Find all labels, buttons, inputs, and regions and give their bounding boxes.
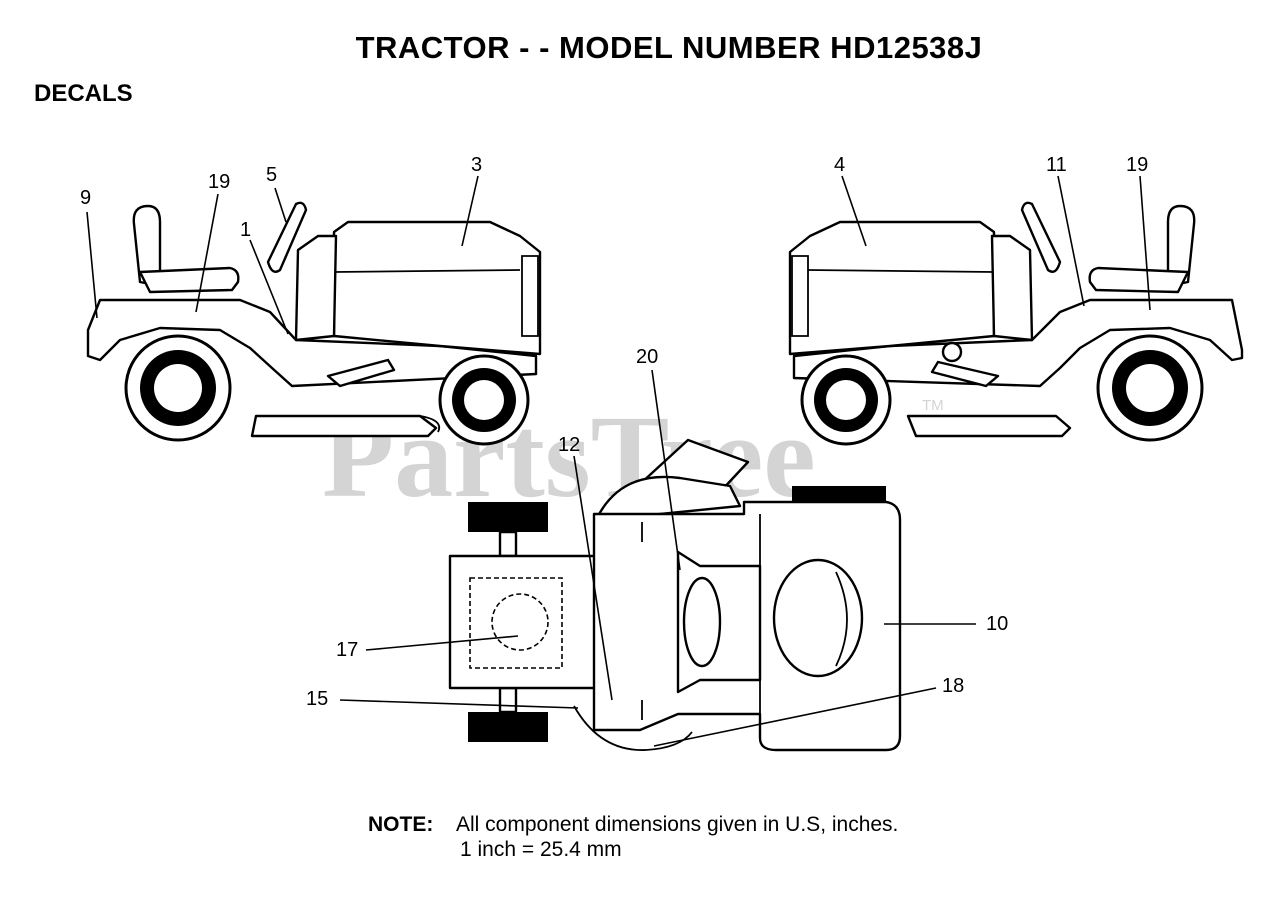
left-deck-chute	[419, 415, 441, 433]
callout-4: 4	[834, 154, 845, 176]
top-axle-lower	[498, 686, 518, 714]
callout-leaders	[86, 175, 1151, 747]
leader-4	[841, 175, 867, 247]
right-dashboard	[990, 234, 1034, 342]
callout-9: 9	[80, 187, 91, 209]
callout-19-right: 19	[1126, 154, 1148, 176]
leader-18	[653, 687, 937, 747]
left-seat-cushion	[138, 266, 240, 294]
leader-11	[1057, 175, 1085, 307]
callout-19-left: 19	[208, 171, 230, 193]
left-dashboard	[294, 234, 338, 342]
callout-1: 1	[240, 219, 251, 241]
callout-numbers: 9 19 5 1 3 4 11 19 20 12 17 15 10 18	[80, 154, 1148, 710]
left-pedal	[326, 358, 396, 388]
top-axle-upper	[498, 530, 518, 558]
leader-17	[365, 635, 519, 651]
leader-20	[651, 369, 681, 571]
leader-5	[274, 187, 287, 223]
top-engine-arc	[835, 571, 848, 667]
left-front-hub	[464, 380, 504, 420]
right-seat-cushion	[1088, 266, 1190, 294]
tractor-right-side-view	[788, 201, 1244, 446]
note-line-2: 1 inch = 25.4 mm	[460, 838, 622, 861]
leader-1	[249, 239, 289, 335]
leader-15	[339, 699, 579, 709]
callout-11: 11	[1046, 154, 1067, 176]
top-chute-arc	[594, 475, 742, 522]
left-rear-hub	[154, 364, 202, 412]
leader-3	[461, 175, 479, 247]
callout-20: 20	[636, 346, 658, 368]
top-gas-cap	[682, 576, 722, 668]
callout-12: 12	[558, 434, 580, 456]
right-steering-wheel	[1020, 201, 1062, 273]
callout-10: 10	[986, 613, 1008, 635]
page-title: TRACTOR - - MODEL NUMBER HD12538J	[355, 30, 983, 65]
right-mower-deck	[906, 414, 1072, 438]
top-seat-outline	[469, 577, 563, 669]
leader-9	[86, 211, 98, 319]
callout-5: 5	[266, 164, 277, 186]
right-grille	[791, 255, 809, 337]
right-key-knob	[941, 341, 963, 363]
note-label: NOTE:	[368, 813, 434, 836]
tractor-top-view	[448, 438, 902, 752]
watermark-tm: TM	[922, 397, 944, 414]
note-line-1: All component dimensions given in U.S, i…	[456, 813, 899, 836]
top-rear-tire-lower	[468, 712, 548, 742]
left-steering-wheel	[266, 201, 308, 273]
right-hood	[788, 220, 996, 356]
left-mower-deck	[250, 414, 438, 438]
right-hood-line	[807, 269, 995, 273]
top-rear-tire-upper	[468, 502, 548, 532]
top-seat-circle	[491, 593, 549, 651]
top-engine-cover	[772, 558, 864, 678]
left-hood	[332, 220, 542, 356]
right-front-hub	[826, 380, 866, 420]
right-pedal	[930, 360, 1000, 388]
section-title: DECALS	[34, 80, 133, 107]
left-grille	[521, 255, 539, 337]
leader-19-right	[1139, 175, 1151, 311]
right-rear-body	[792, 298, 1244, 388]
watermark-text: PartsTree	[322, 391, 816, 522]
leader-12	[573, 455, 613, 701]
callout-17: 17	[336, 639, 358, 661]
right-rear-hub	[1126, 364, 1174, 412]
callout-18: 18	[942, 675, 964, 697]
left-rear-body	[86, 298, 538, 388]
dimension-note: NOTE: All component dimensions given in U…	[368, 812, 898, 862]
leader-19-left	[195, 193, 219, 313]
callout-15: 15	[306, 688, 328, 710]
callout-3: 3	[471, 154, 482, 176]
tractor-left-side-view	[86, 201, 542, 446]
left-hood-line	[333, 269, 521, 273]
